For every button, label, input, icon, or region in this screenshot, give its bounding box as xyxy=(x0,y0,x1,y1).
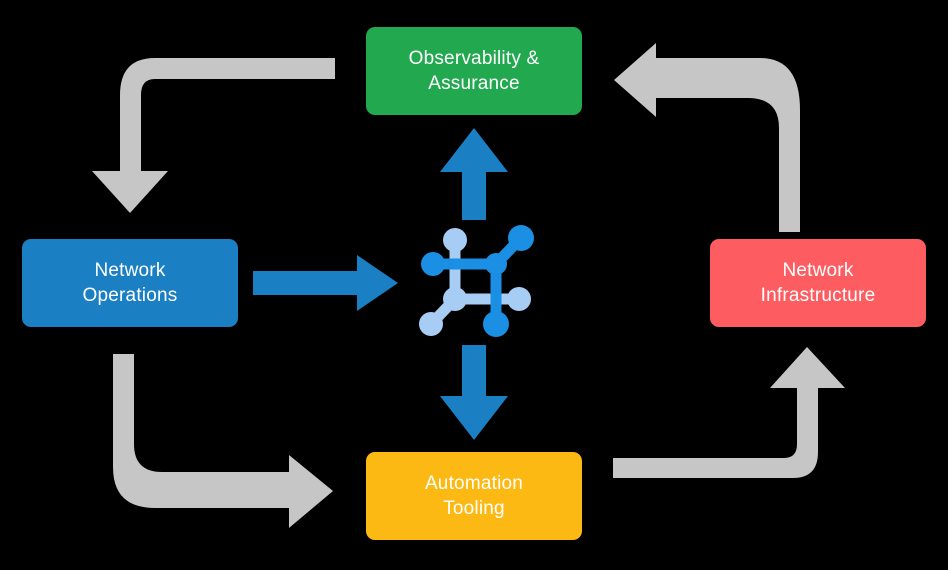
node-network-infrastructure[interactable]: Network Infrastructure xyxy=(710,239,926,327)
node-network-operations[interactable]: Network Operations xyxy=(22,239,238,327)
node-label-network-infrastructure: Network Infrastructure xyxy=(760,259,876,306)
node-automation-tooling[interactable]: Automation Tooling xyxy=(366,452,582,540)
network-topology-edges xyxy=(427,233,526,329)
node-observability-assurance[interactable]: Observability & Assurance xyxy=(366,27,582,115)
node-label-network-operations: Network Operations xyxy=(82,259,178,306)
node-label-observability: Observability & Assurance xyxy=(408,47,540,94)
network-topology-nodes xyxy=(419,225,534,337)
node-label-automation-tooling: Automation Tooling xyxy=(424,472,524,519)
